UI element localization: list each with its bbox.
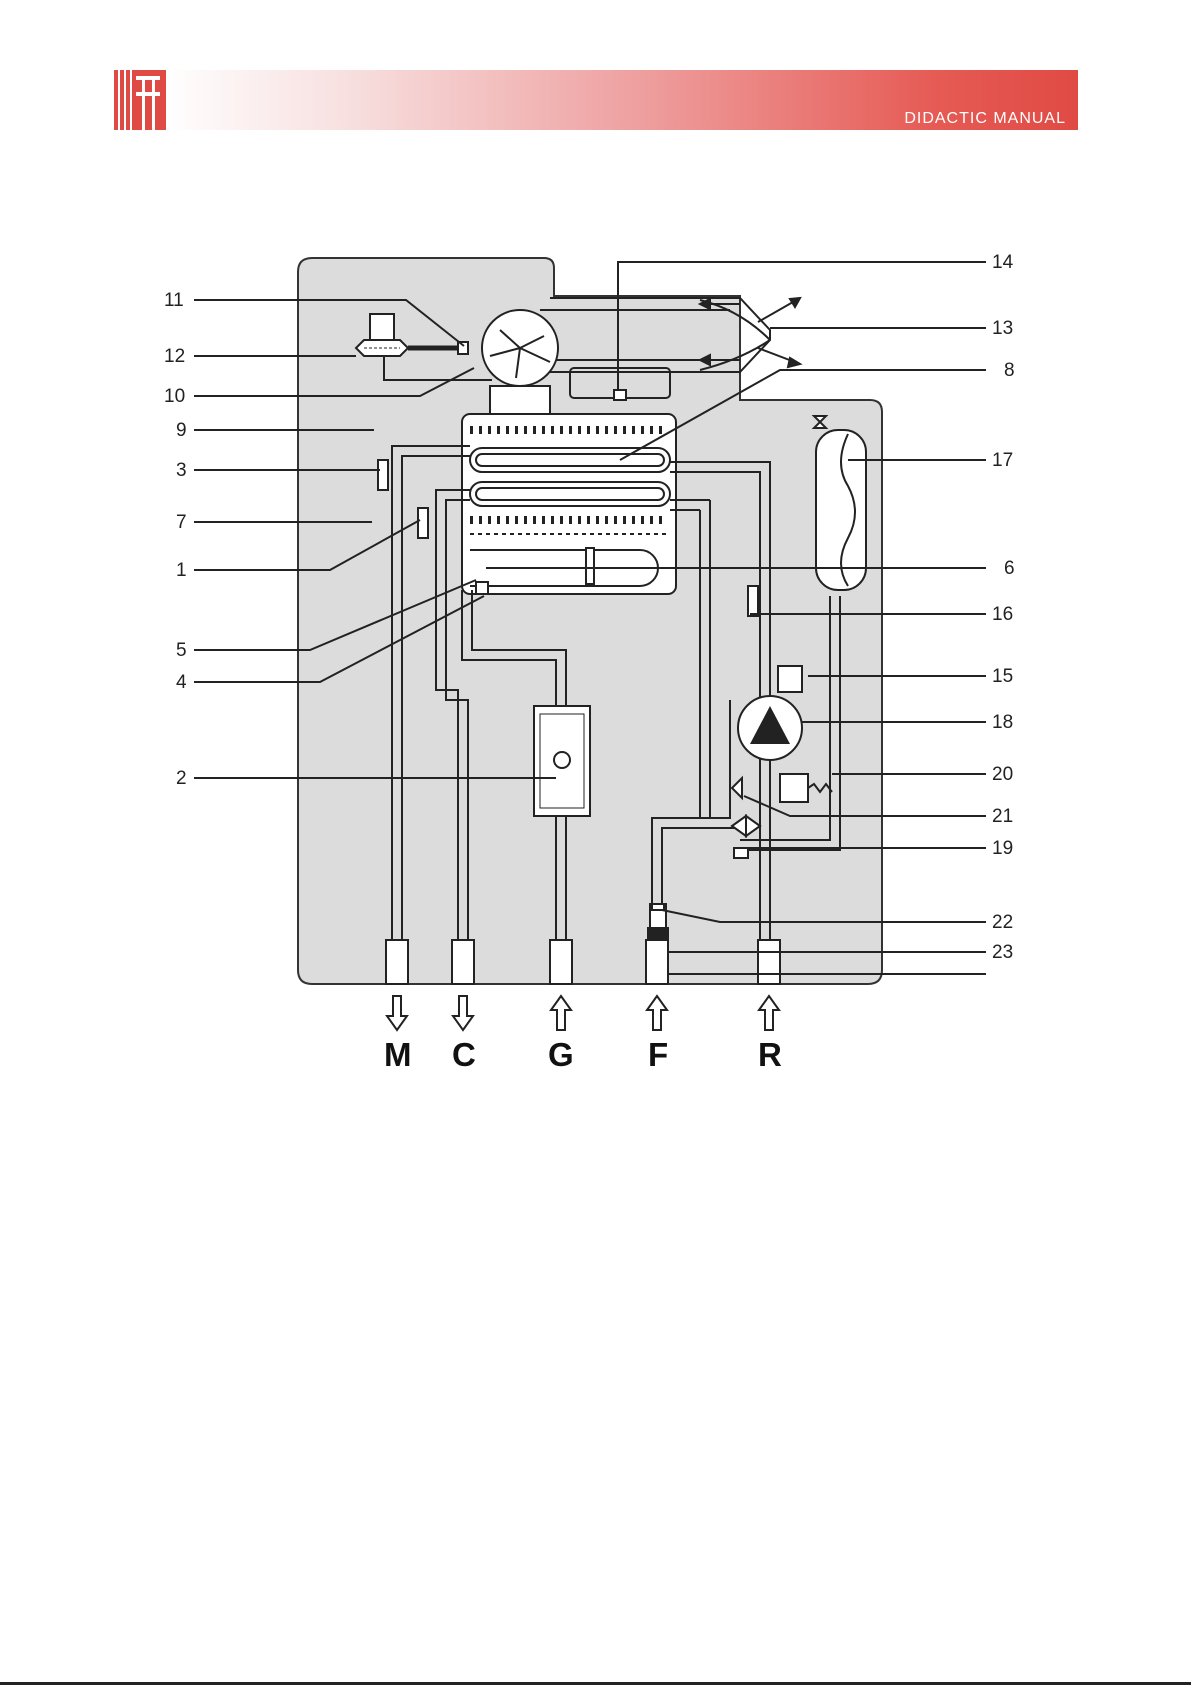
callout-20: 20 bbox=[992, 764, 1013, 785]
boiler-casing bbox=[298, 258, 882, 984]
connection-label-c: C bbox=[452, 1036, 476, 1073]
callout-10: 10 bbox=[164, 386, 185, 407]
callout-17: 17 bbox=[992, 450, 1013, 471]
callout-11: 11 bbox=[164, 290, 184, 311]
callout-5: 5 bbox=[176, 640, 187, 661]
callout-12: 12 bbox=[164, 346, 185, 367]
connection-label-g: G bbox=[548, 1036, 574, 1073]
callout-18: 18 bbox=[992, 712, 1013, 733]
callout-6: 6 bbox=[1004, 558, 1015, 579]
callout-2: 2 bbox=[176, 768, 187, 789]
gas-valve-icon bbox=[534, 706, 590, 816]
fan-icon bbox=[482, 310, 558, 416]
callout-1: 1 bbox=[176, 560, 187, 581]
callout-3: 3 bbox=[176, 460, 187, 481]
callout-19: 19 bbox=[992, 838, 1013, 859]
callout-4: 4 bbox=[176, 672, 187, 693]
callout-13: 13 bbox=[992, 318, 1013, 339]
callout-21: 21 bbox=[992, 806, 1013, 827]
callout-16: 16 bbox=[992, 604, 1013, 625]
callout-22: 22 bbox=[992, 912, 1013, 933]
callout-8: 8 bbox=[1004, 360, 1015, 381]
connection-arrows bbox=[387, 996, 779, 1030]
connection-label-f: F bbox=[648, 1036, 668, 1073]
callout-23: 23 bbox=[992, 942, 1013, 963]
callout-7: 7 bbox=[176, 512, 187, 533]
callout-15: 15 bbox=[992, 666, 1013, 687]
connection-label-m: M bbox=[384, 1036, 412, 1073]
connection-label-r: R bbox=[758, 1036, 782, 1073]
callout-14: 14 bbox=[992, 252, 1014, 273]
expansion-vessel-icon bbox=[814, 416, 866, 590]
callout-9: 9 bbox=[176, 420, 187, 441]
pump-icon bbox=[738, 696, 802, 760]
